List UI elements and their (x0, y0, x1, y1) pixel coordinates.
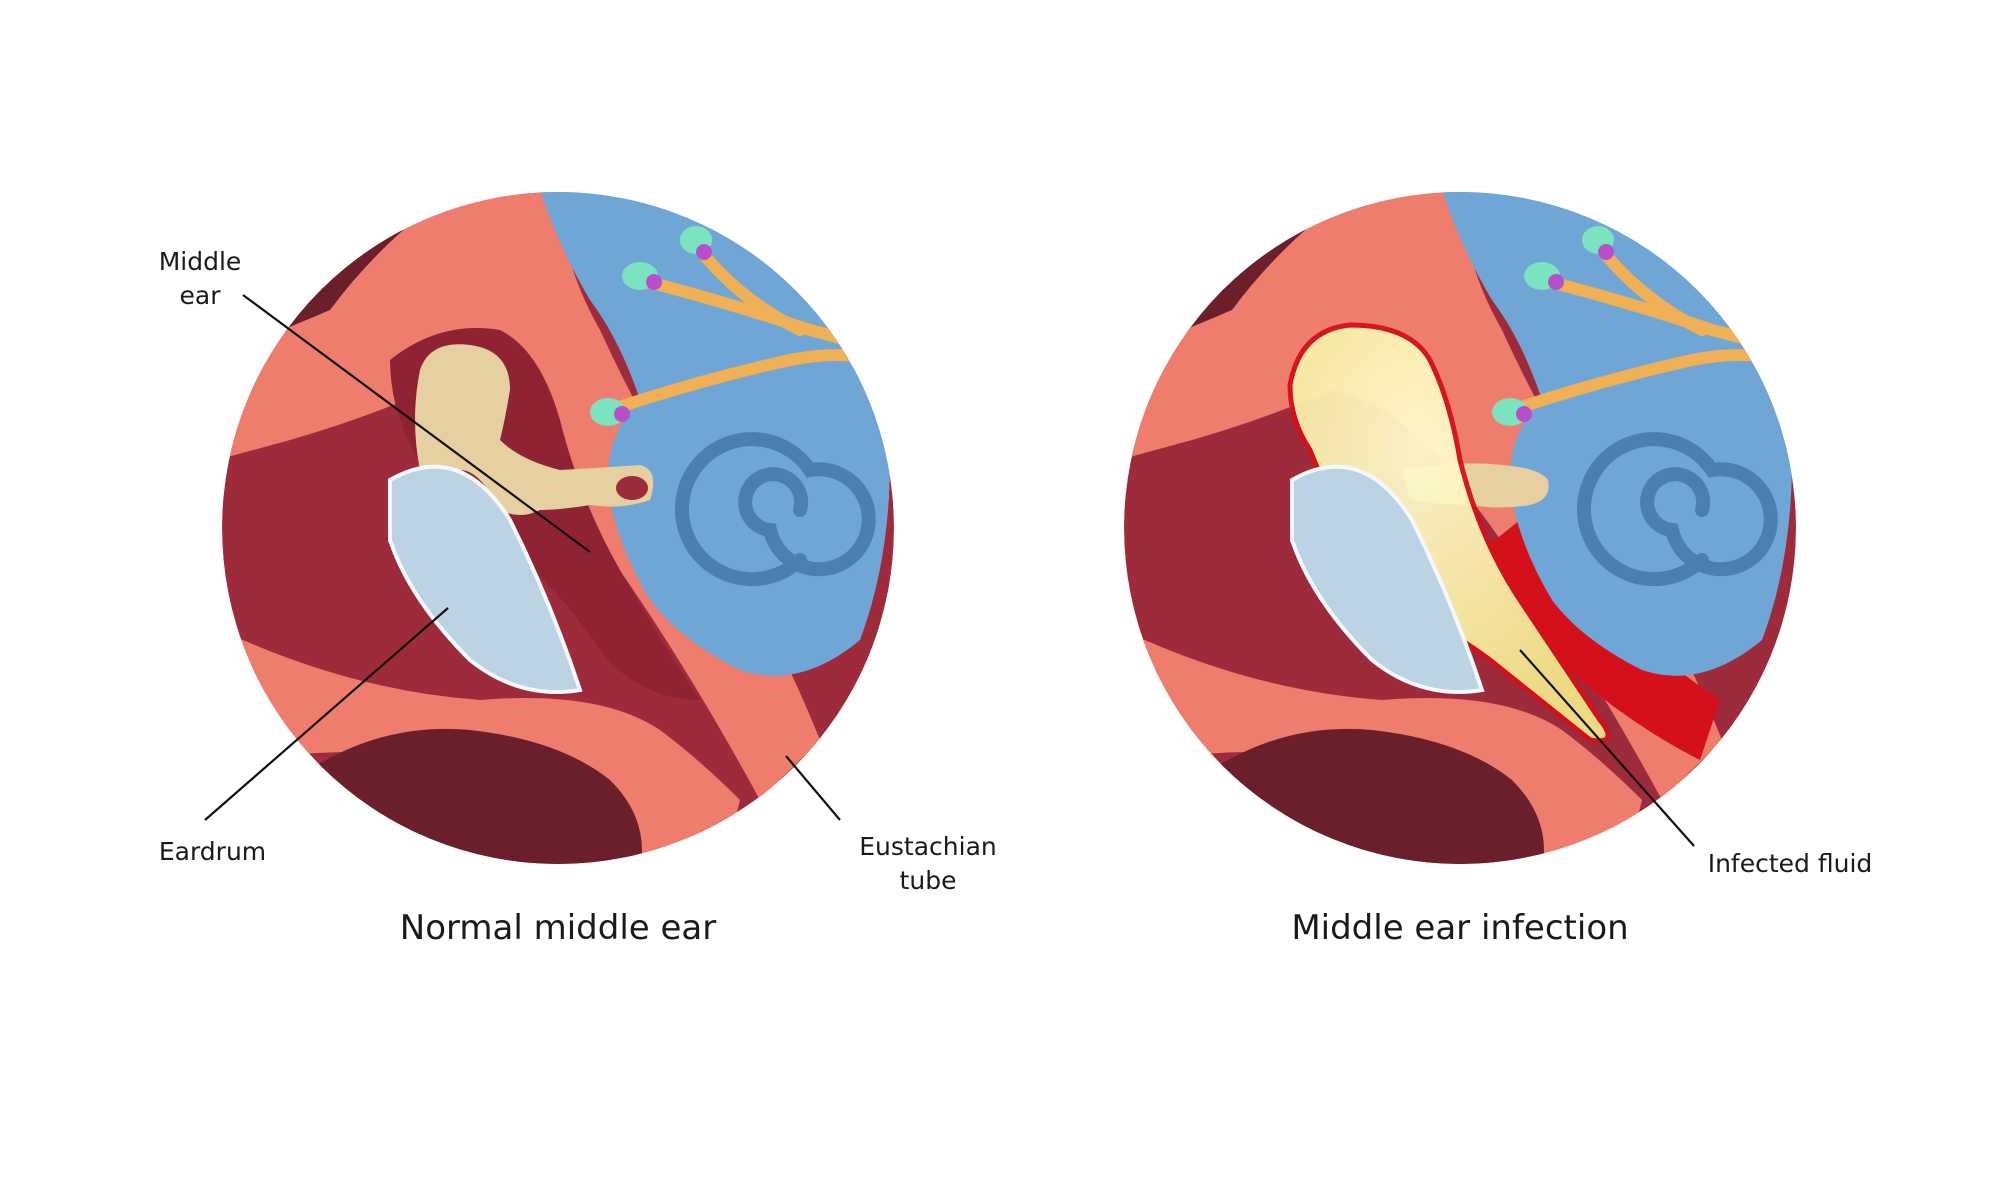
infected-fluid-leader (1519, 649, 1695, 847)
upper-tissue (222, 192, 820, 800)
nerve-endings (1492, 226, 1614, 426)
cochlea (674, 432, 876, 587)
middle-ear-label: Middle ear (158, 247, 242, 310)
infection-caption: Middle ear infection (1291, 908, 1629, 948)
stapes-hole (616, 476, 648, 500)
eustachian-tube-label: Eustachian tube (859, 832, 997, 895)
eardrum-label: Eardrum (158, 837, 267, 866)
normal-ear-caption: Normal middle ear (399, 908, 717, 948)
ossicles (405, 344, 654, 552)
infected-ear-illustration (1124, 192, 1796, 864)
nerve-endings (590, 226, 712, 426)
leader-lines-infection (1519, 649, 1695, 847)
inner-ear (540, 192, 890, 676)
upper-tissue (1124, 192, 1722, 800)
eustachian-tube-leader (785, 755, 841, 821)
eardrum-shape (1290, 464, 1485, 694)
middle-ear-leader (242, 294, 591, 553)
cochlea (1576, 432, 1778, 587)
inner-ear (1442, 192, 1792, 676)
eardrum-leader (204, 607, 449, 821)
normal-ear-illustration (222, 192, 894, 864)
infected-fluid-label: Infected fluid (1707, 849, 1873, 878)
eardrum-shape (388, 464, 583, 694)
leader-lines-normal (204, 294, 841, 821)
